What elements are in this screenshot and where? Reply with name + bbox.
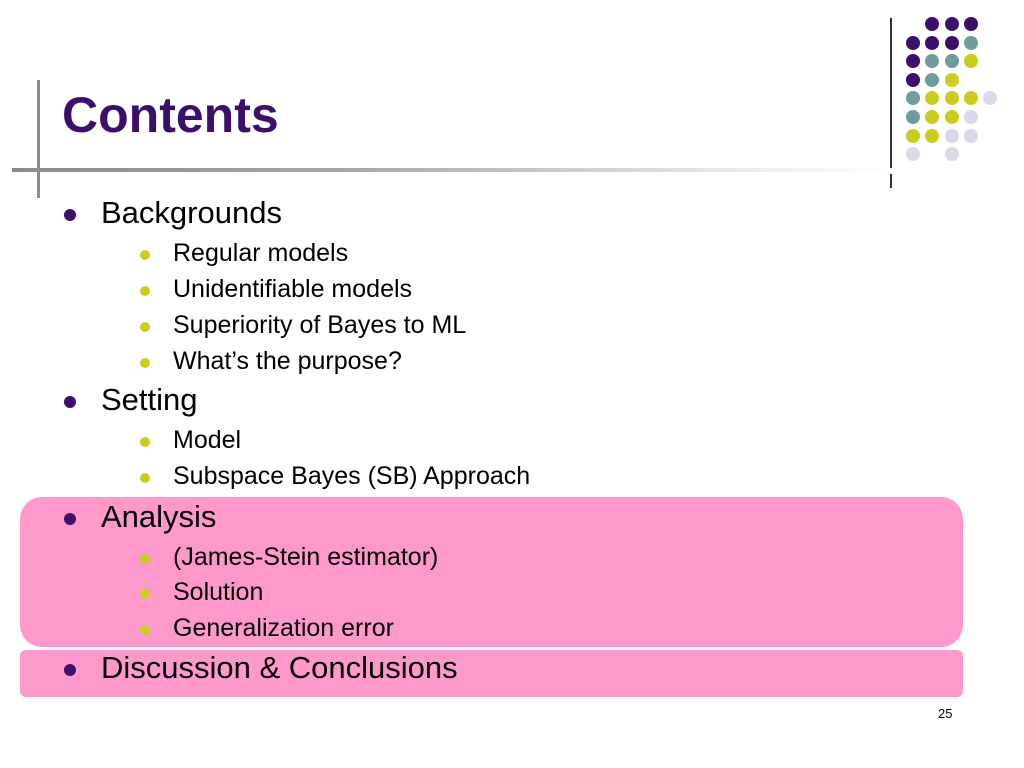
decor-dot bbox=[906, 147, 920, 162]
decor-dot bbox=[944, 147, 959, 162]
decor-dot bbox=[963, 17, 978, 31]
highlight-analysis bbox=[20, 497, 963, 647]
highlight-discussion bbox=[20, 650, 963, 697]
bullet-dot bbox=[64, 664, 76, 676]
decor-dot bbox=[906, 35, 920, 50]
bullet-dot bbox=[64, 513, 76, 525]
decor-dot bbox=[925, 17, 940, 31]
decor-dot bbox=[925, 110, 940, 124]
decor-dot bbox=[963, 128, 978, 143]
decor-dot-grid bbox=[900, 10, 1010, 165]
decor-dot bbox=[925, 72, 940, 87]
decor-dot bbox=[944, 17, 959, 31]
title-underline bbox=[12, 168, 892, 172]
decor-dot bbox=[983, 91, 998, 106]
decor-dot bbox=[944, 128, 959, 143]
bullet-dot bbox=[140, 437, 150, 447]
decor-dot bbox=[906, 91, 920, 106]
decor-dot bbox=[925, 91, 940, 106]
slide-title: Contents bbox=[62, 87, 279, 143]
bullet-dot bbox=[140, 250, 150, 260]
decor-dot bbox=[963, 91, 978, 106]
decor-vertical-line-tail bbox=[890, 174, 892, 188]
decor-vertical-line bbox=[890, 18, 892, 168]
decor-dot bbox=[944, 72, 959, 87]
decor-dot bbox=[944, 35, 959, 50]
decor-dot bbox=[925, 35, 940, 50]
bullet-dot bbox=[64, 396, 76, 408]
bullet-dot bbox=[140, 473, 150, 483]
decor-dot bbox=[906, 54, 920, 69]
decor-dot bbox=[906, 128, 920, 143]
decor-dot bbox=[963, 110, 978, 124]
bullet-dot bbox=[140, 554, 150, 564]
page-number: 25 bbox=[938, 706, 953, 721]
decor-dot bbox=[944, 110, 959, 124]
bullet-dot bbox=[140, 625, 150, 635]
decor-dot bbox=[944, 91, 959, 106]
decor-dot bbox=[963, 54, 978, 69]
title-frame-left-line bbox=[37, 80, 40, 198]
bullet-dot bbox=[140, 286, 150, 296]
decor-dot bbox=[925, 128, 940, 143]
decor-dot bbox=[944, 54, 959, 69]
decor-dot bbox=[906, 110, 920, 124]
decor-dot bbox=[925, 54, 940, 69]
bullet-dot bbox=[140, 589, 150, 599]
decor-dot bbox=[906, 72, 920, 87]
bullet-dot bbox=[64, 209, 76, 221]
bullet-dot bbox=[140, 358, 150, 368]
decor-dot bbox=[963, 35, 978, 50]
bullet-dot bbox=[140, 322, 150, 332]
